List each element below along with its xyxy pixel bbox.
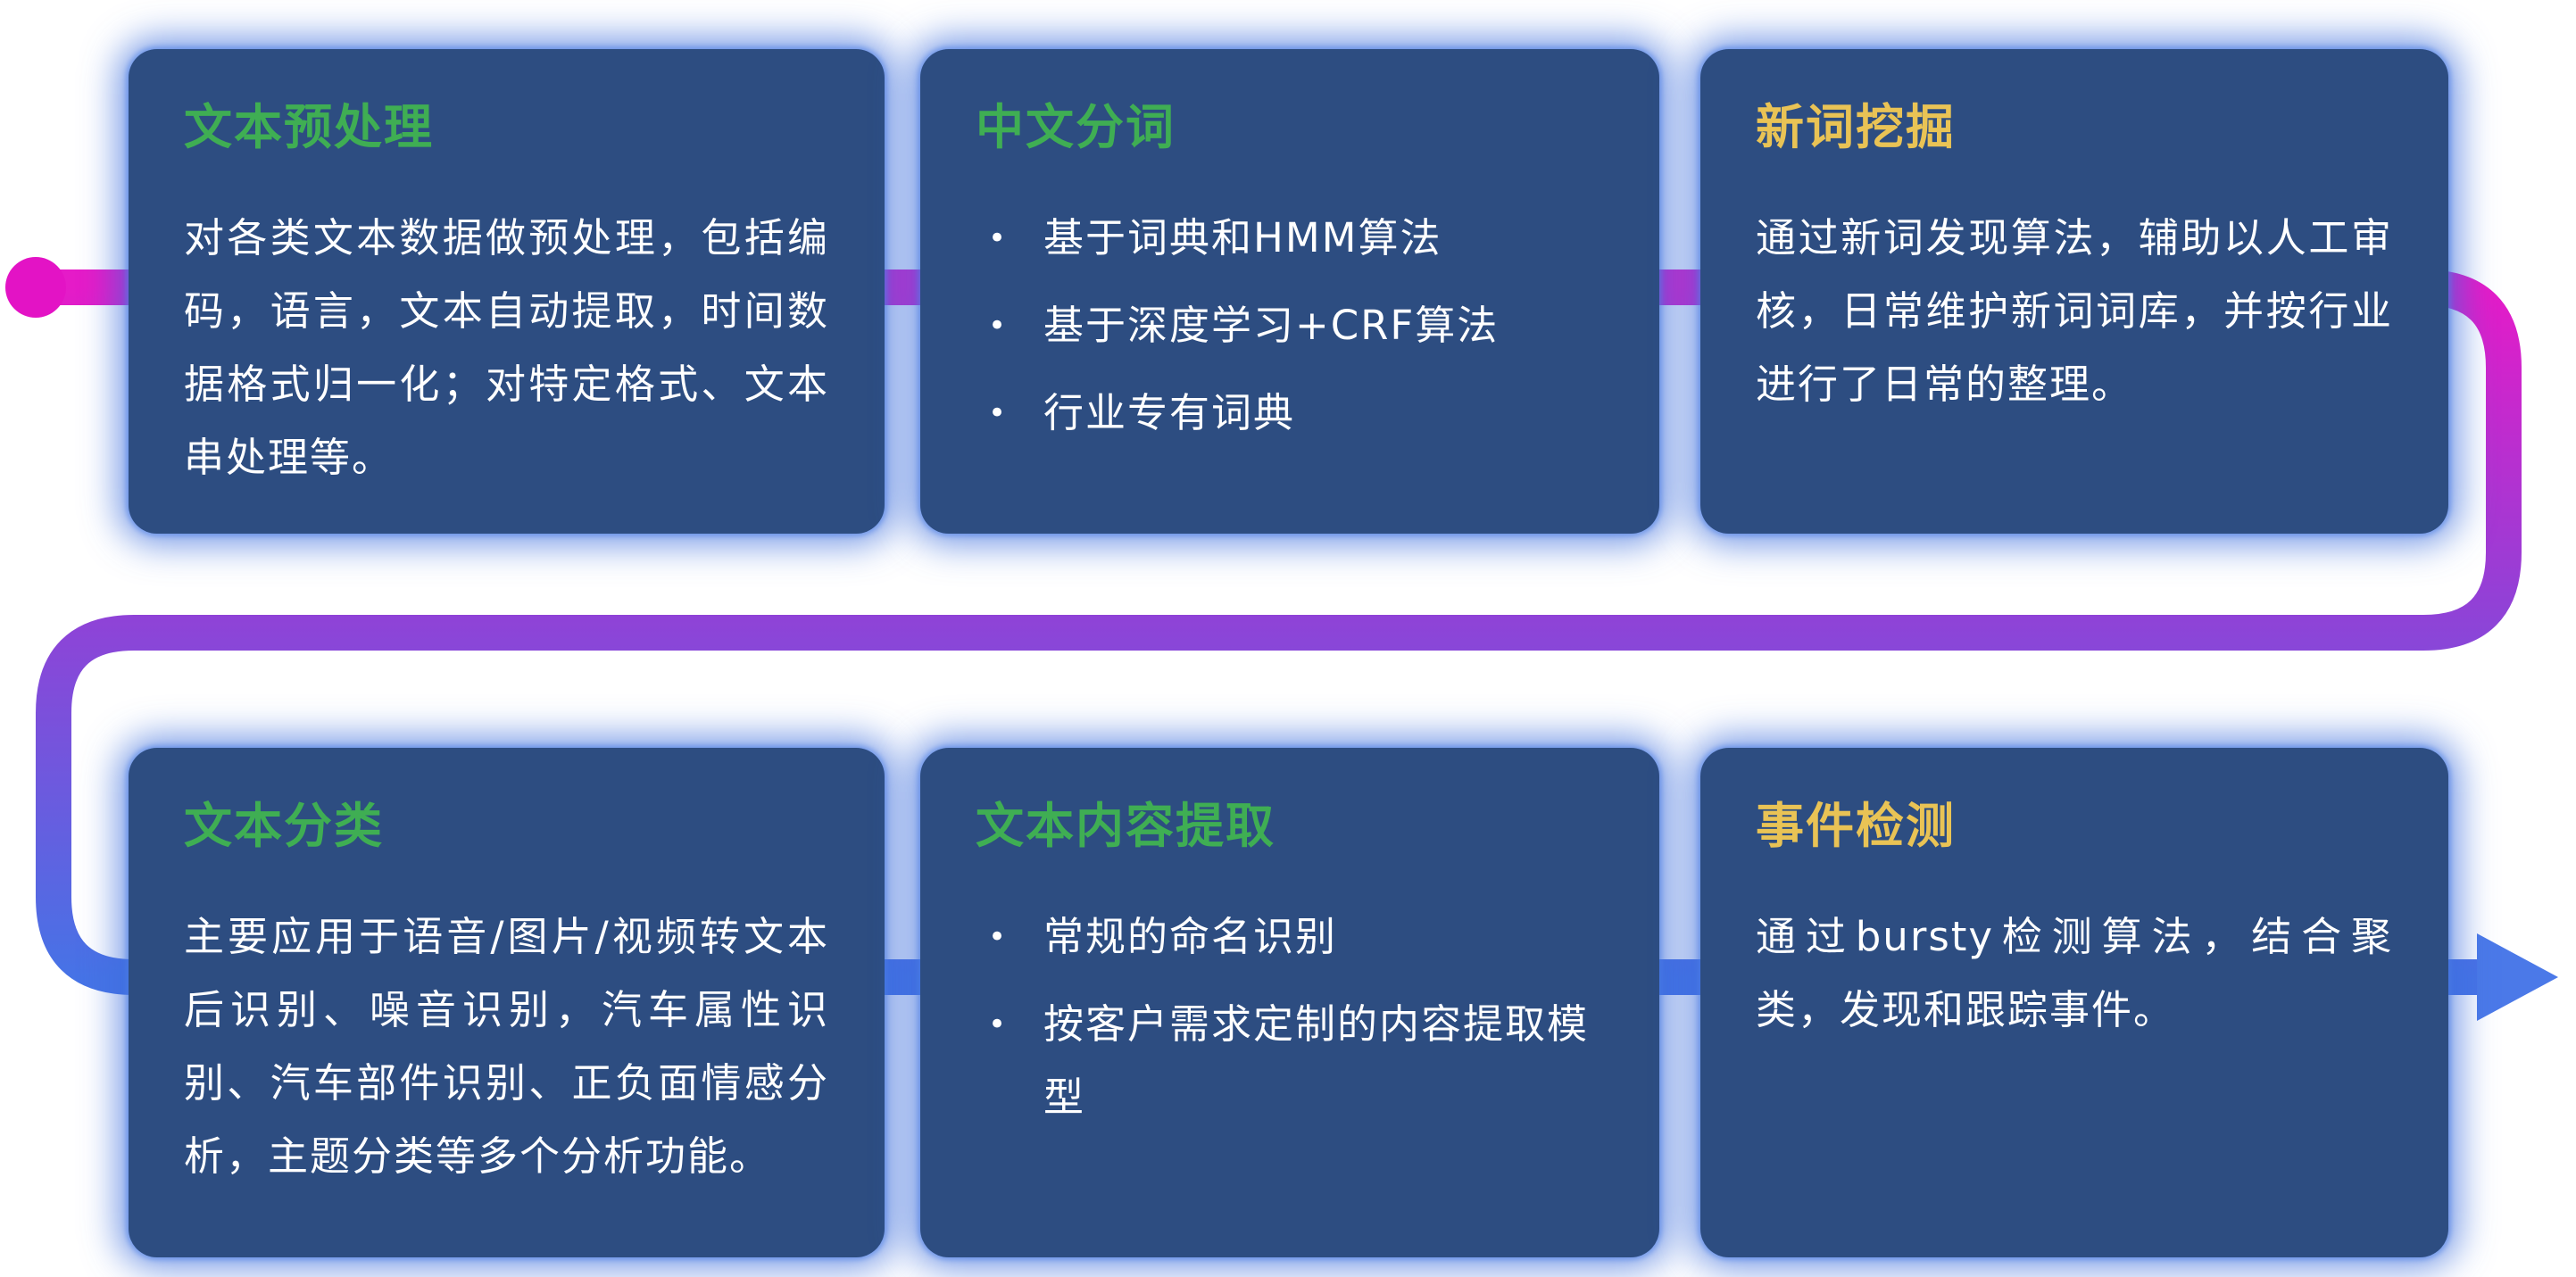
bullet-dot-icon: • <box>988 394 1009 431</box>
card-chinese-word-segmentation: 中文分词 • 基于词典和HMM算法 • 基于深度学习+CRF算法 • 行业专有词… <box>920 49 1659 534</box>
card-title: 事件检测 <box>1756 798 1956 854</box>
card-bullet-list: • 基于词典和HMM算法 • 基于深度学习+CRF算法 • 行业专有词典 <box>976 202 1604 450</box>
card-title: 文本分类 <box>184 798 384 854</box>
flow-start-dot <box>5 257 66 318</box>
bullet-dot-icon: • <box>988 918 1009 955</box>
card-text-preprocessing: 文本预处理 对各类文本数据做预处理，包括编码，语言，文本自动提取，时间数据格式归… <box>129 49 885 534</box>
bullet-item: • 基于词典和HMM算法 <box>976 202 1604 275</box>
bullet-dot-icon: • <box>988 1006 1009 1042</box>
card-body: 通过bursty检测算法，结合聚类，发现和跟踪事件。 <box>1756 912 2393 1033</box>
flow-connector-path <box>36 269 2522 995</box>
bullet-text: 常规的命名识别 <box>1043 912 1338 960</box>
flow-end-arrow-icon <box>2477 933 2558 1021</box>
card-event-detection: 事件检测 通过bursty检测算法，结合聚类，发现和跟踪事件。 <box>1700 748 2448 1257</box>
bullet-dot-icon: • <box>988 307 1009 344</box>
card-title: 中文分词 <box>976 99 1176 155</box>
bullet-item: • 常规的命名识别 <box>976 900 1604 974</box>
card-title: 文本预处理 <box>184 99 434 155</box>
card-bullet-list: • 常规的命名识别 • 按客户需求定制的内容提取模型 <box>976 900 1604 1134</box>
card-body: 通过新词发现算法，辅助以人工审核，日常维护新词词库，并按行业进行了日常的整理。 <box>1756 213 2393 408</box>
bullet-text: 基于词典和HMM算法 <box>1043 213 1442 261</box>
bullet-text: 基于深度学习+CRF算法 <box>1043 301 1500 349</box>
card-title: 文本内容提取 <box>976 798 1276 854</box>
card-text-content-extraction: 文本内容提取 • 常规的命名识别 • 按客户需求定制的内容提取模型 <box>920 748 1659 1257</box>
card-body: 对各类文本数据做预处理，包括编码，语言，文本自动提取，时间数据格式归一化；对特定… <box>184 213 829 481</box>
bullet-item: • 行业专有词典 <box>976 377 1604 450</box>
card-body: 主要应用于语音/图片/视频转文本后识别、噪音识别，汽车属性识别、汽车部件识别、正… <box>184 912 829 1180</box>
bullet-item: • 按客户需求定制的内容提取模型 <box>976 988 1604 1134</box>
card-new-word-mining: 新词挖掘 通过新词发现算法，辅助以人工审核，日常维护新词词库，并按行业进行了日常… <box>1700 49 2448 534</box>
card-title: 新词挖掘 <box>1756 99 1956 155</box>
bullet-item: • 基于深度学习+CRF算法 <box>976 289 1604 362</box>
bullet-text: 行业专有词典 <box>1043 388 1296 436</box>
card-text-classification: 文本分类 主要应用于语音/图片/视频转文本后识别、噪音识别，汽车属性识别、汽车部… <box>129 748 885 1257</box>
bullet-text: 按客户需求定制的内容提取模型 <box>1043 999 1590 1121</box>
bullet-dot-icon: • <box>988 220 1009 256</box>
